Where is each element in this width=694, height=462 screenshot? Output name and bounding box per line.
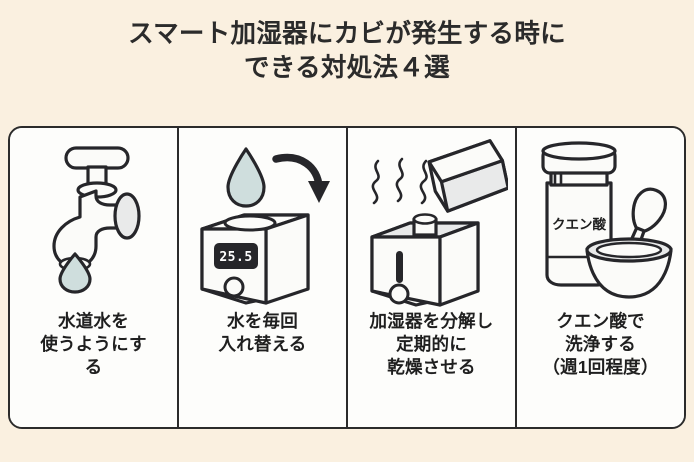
tip-caption-1-line-1: 水道水を xyxy=(58,311,129,331)
faucet-dripping-icon xyxy=(10,128,177,310)
humidifier-display-value: 25.5 xyxy=(219,250,252,265)
tip-caption-1-line-3: る xyxy=(84,357,103,378)
tip-caption-4-line-1: クエン酸で xyxy=(556,311,645,331)
tip-caption-4: クエン酸で 洗浄する （週1回程度） xyxy=(517,310,684,427)
citric-acid-jar-bowl-icon: クエン酸 xyxy=(517,128,684,310)
tip-panel-4: クエン酸 クエン酸で 洗浄する （週1回程度） xyxy=(515,128,684,427)
tip-caption-2: 水を毎回 入れ替える xyxy=(179,310,346,427)
tip-caption-3-line-1: 加湿器を分解し xyxy=(369,311,494,331)
humidifier-disassembled-drying-icon xyxy=(348,128,515,310)
page-title-line-1: スマート加湿器にカビが発生する時に xyxy=(128,20,566,48)
page-title-line-2: できる対処法４選 xyxy=(244,53,450,82)
tip-caption-4-line-2: 洗浄する xyxy=(565,334,636,355)
tip-caption-2-line-1: 水を毎回 xyxy=(227,311,298,331)
tip-caption-3-line-2: 定期的に xyxy=(396,334,467,355)
tip-caption-3: 加湿器を分解し 定期的に 乾燥させる xyxy=(348,310,515,427)
page-title: スマート加湿器にカビが発生する時に できる対処法４選 xyxy=(0,0,694,85)
tip-panel-1: 水道水を 使うようにす る xyxy=(10,128,177,427)
tip-caption-4-line-3: （週1回程度） xyxy=(542,357,659,378)
tip-panel-3: 加湿器を分解し 定期的に 乾燥させる xyxy=(346,128,515,427)
jar-label: クエン酸 xyxy=(552,216,606,232)
tip-caption-1: 水道水を 使うようにす る xyxy=(10,310,177,427)
tip-caption-3-line-3: 乾燥させる xyxy=(387,357,476,378)
tip-caption-2-line-2: 入れ替える xyxy=(218,334,307,355)
tips-card: 水道水を 使うようにす る xyxy=(8,126,686,429)
tip-caption-1-line-2: 使うようにす xyxy=(40,334,147,355)
humidifier-refill-icon: 25.5 xyxy=(179,128,346,310)
tip-panel-2: 25.5 水を毎回 入れ替える xyxy=(177,128,346,427)
